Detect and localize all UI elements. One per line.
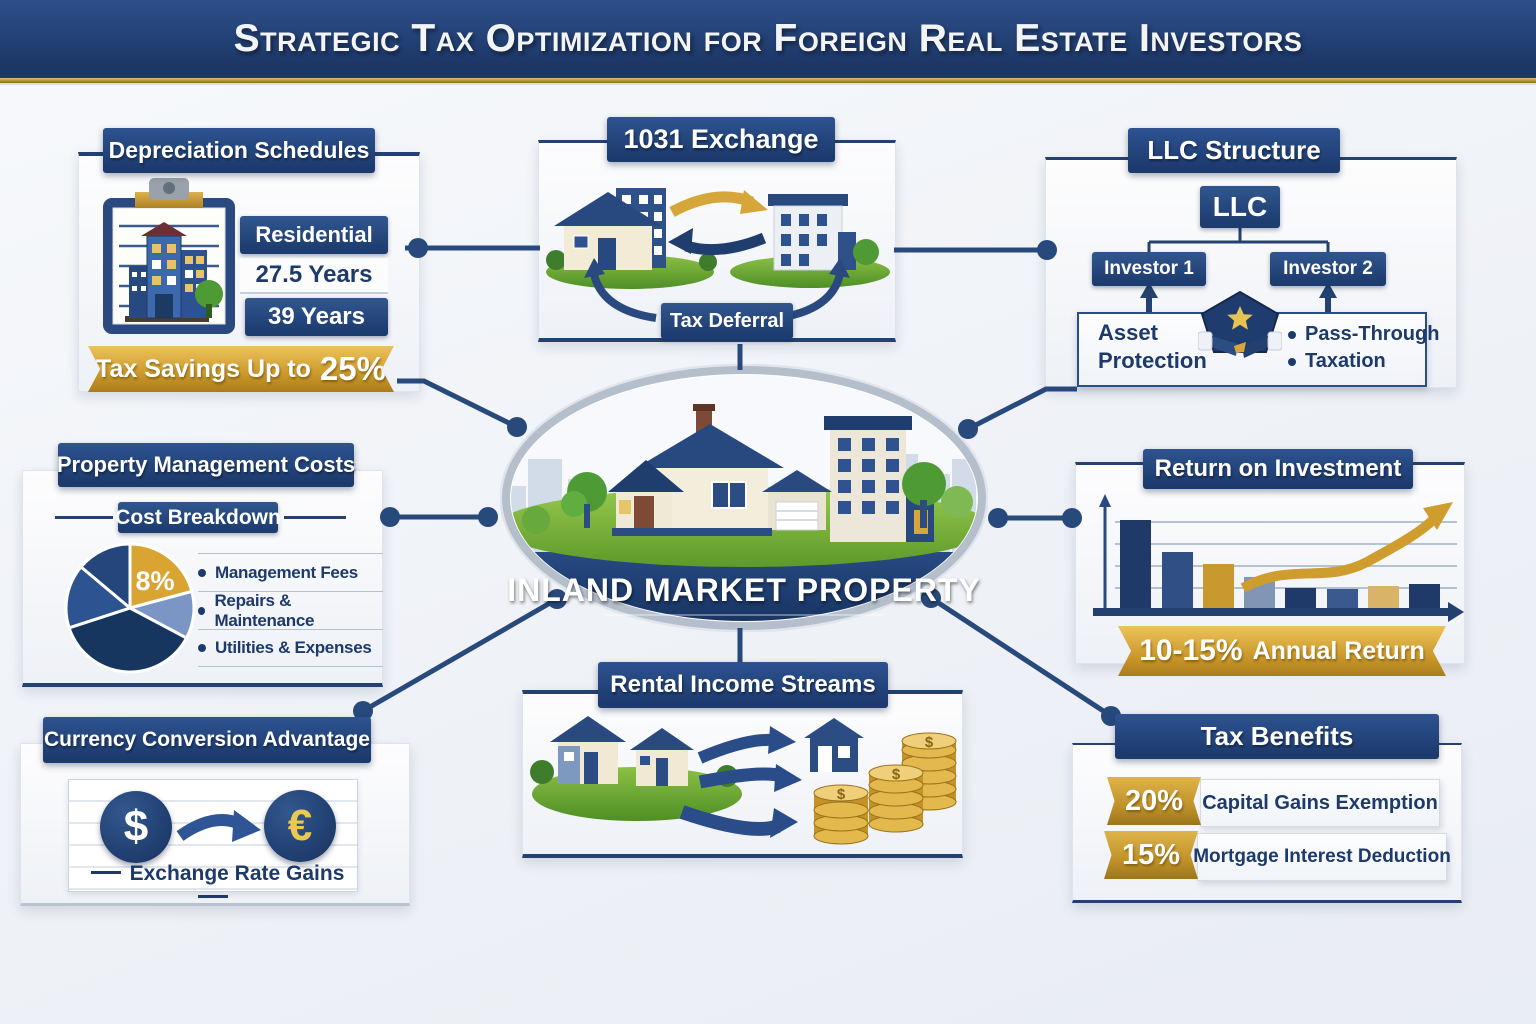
decor-dash: [198, 895, 228, 899]
center-label: INLAND MARKET PROPERTY: [507, 572, 981, 608]
llc-org-lines: [1140, 228, 1337, 312]
residential-years: 27.5 Years: [240, 258, 388, 294]
tax-benefits-title: Tax Benefits: [1115, 714, 1439, 759]
commercial-years: 39 Years: [245, 298, 388, 336]
list-item: Utilities & Expenses: [198, 629, 383, 667]
capital-gains-badge: 20%: [1107, 777, 1201, 825]
tax-savings-ribbon: Tax Savings Up to 25%: [88, 346, 394, 392]
investor1-node: Investor 1: [1092, 252, 1206, 286]
decor-line: [604, 614, 884, 616]
decor-line: [284, 516, 346, 519]
mortgage-deduction-badge: 15%: [1104, 831, 1198, 879]
residential-tag: Residential: [240, 216, 388, 254]
exchange-title: 1031 Exchange: [607, 117, 835, 162]
roi-bar-chart: [1093, 494, 1464, 622]
dollar-icon: $: [100, 791, 172, 863]
bullet-dot: [198, 644, 206, 652]
cost-items-list: Management Fees Repairs & Maintenance Ut…: [198, 553, 383, 667]
bullet-dot: [198, 568, 206, 577]
center-property-ellipse: [500, 364, 988, 632]
bullet-dot: [1288, 357, 1296, 366]
decor-line: [55, 516, 113, 519]
handshake-icon: [1198, 290, 1282, 358]
bullet-dot: [198, 606, 206, 615]
rental-title: Rental Income Streams: [598, 662, 888, 708]
cost-pie-chart: 8%: [64, 542, 196, 674]
mortgage-deduction-label: Mortgage Interest Deduction: [1193, 833, 1451, 881]
bullet-dot: [1288, 330, 1296, 339]
currency-title: Currency Conversion Advantage: [43, 717, 371, 763]
exchange-rate-caption: Exchange Rate Gains: [68, 862, 358, 910]
roi-title: Return on Investment: [1143, 449, 1413, 489]
coin-stacks: $ $ $: [813, 732, 957, 845]
cost-breakdown-tag: Cost Breakdown: [115, 502, 281, 533]
annual-return-ribbon: 10-15% Annual Return: [1118, 626, 1446, 676]
asset-protection-label: Asset Protection: [1098, 320, 1207, 373]
tax-deferral-badge: Tax Deferral: [661, 303, 793, 339]
page-title: Strategic Tax Optimization for Foreign R…: [233, 17, 1303, 60]
investor2-node: Investor 2: [1270, 252, 1386, 286]
pie-slice-label: 8%: [135, 566, 174, 596]
euro-icon: €: [264, 790, 336, 862]
management-title: Property Management Costs: [57, 443, 355, 487]
svg-text:$: $: [892, 766, 901, 783]
capital-gains-label: Capital Gains Exemption: [1200, 779, 1440, 827]
clipboard-building-icon: [103, 178, 235, 334]
llc-bullet-list: Pass-Through Taxation: [1288, 321, 1439, 375]
gold-divider: [0, 78, 1536, 85]
depreciation-title: Depreciation Schedules: [103, 128, 375, 173]
llc-title: LLC Structure: [1128, 128, 1340, 173]
decor-dash: [90, 871, 121, 875]
conversion-arrow-icon: [176, 810, 261, 842]
rental-illustration: $ $ $: [530, 716, 957, 845]
list-item: Repairs & Maintenance: [198, 591, 383, 630]
svg-text:$: $: [925, 734, 934, 751]
llc-root-node: LLC: [1200, 186, 1280, 228]
exchange-illustration: [546, 188, 890, 322]
svg-text:$: $: [837, 786, 846, 803]
list-item: Management Fees: [198, 553, 383, 591]
title-banner: Strategic Tax Optimization for Foreign R…: [0, 0, 1536, 78]
